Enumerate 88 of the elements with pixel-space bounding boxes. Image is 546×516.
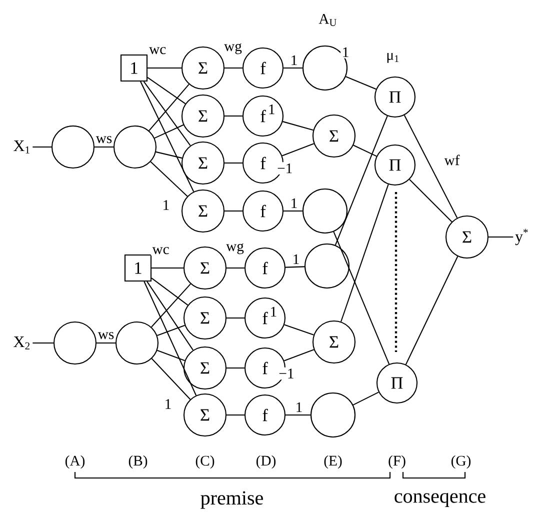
variable-label: X$_{2}$ xyxy=(14,336,30,350)
connection-line xyxy=(224,162,242,164)
connection-line xyxy=(282,121,314,131)
connection-line xyxy=(151,358,191,400)
connection-line xyxy=(156,151,182,159)
neuron-circle xyxy=(310,392,356,438)
bias-box: 1 xyxy=(124,254,152,282)
connection-line xyxy=(224,67,242,69)
connection-line xyxy=(148,67,182,69)
connection-line xyxy=(146,281,194,350)
connection-line xyxy=(144,281,197,396)
connection-line xyxy=(286,266,304,268)
connection-line xyxy=(226,267,244,269)
edge-label: 1 xyxy=(266,103,277,116)
neuron-circle xyxy=(51,125,95,169)
section-label: premise xyxy=(200,491,263,509)
connection-line xyxy=(284,67,302,69)
connection-line xyxy=(284,349,314,362)
neuron-circle xyxy=(302,188,348,234)
connection-line xyxy=(284,210,302,212)
weight-label: 1 xyxy=(164,200,169,210)
weight-label: 1 xyxy=(166,399,171,409)
neuron-circle xyxy=(53,321,97,365)
connection-line xyxy=(346,76,376,90)
connection-line xyxy=(282,143,314,156)
edge-label: 1 xyxy=(340,46,351,58)
connection-line xyxy=(151,284,191,328)
edge-label: ws xyxy=(96,330,116,340)
connection-line xyxy=(353,144,377,157)
weight-label: wf xyxy=(444,154,460,166)
column-label: (A) xyxy=(65,455,85,469)
column-label: (G) xyxy=(451,455,471,469)
column-label: (F) xyxy=(388,455,406,469)
edge-label: ws xyxy=(94,134,114,144)
connection-line xyxy=(148,84,190,132)
weight-label: A$_{U}$ xyxy=(318,14,336,26)
edge-label: wc xyxy=(150,246,171,256)
connection-line xyxy=(405,256,458,365)
edge-label: 1 xyxy=(294,401,304,414)
edge-label: wc xyxy=(148,46,168,56)
column-label: (B) xyxy=(128,455,148,469)
connection-line xyxy=(404,115,458,218)
neuron-circle xyxy=(113,125,157,169)
connection-line xyxy=(284,324,314,336)
connection-line xyxy=(333,232,390,364)
edge-label: 1 xyxy=(268,306,278,318)
connection-line xyxy=(334,116,388,246)
edge-label: 1 xyxy=(291,253,301,266)
connection-line xyxy=(154,124,184,139)
connection-line xyxy=(340,184,389,322)
connection-line xyxy=(96,342,116,344)
neuron-circle xyxy=(302,45,348,91)
connection-line xyxy=(488,236,514,238)
edge-label: wg xyxy=(222,42,244,56)
bias-box: 1 xyxy=(120,54,148,82)
connection-line xyxy=(143,81,191,146)
connection-line xyxy=(226,414,244,416)
column-label: (D) xyxy=(256,455,276,469)
edge-label: wg xyxy=(224,242,246,256)
connection-line xyxy=(224,210,242,212)
edge-label: 1 xyxy=(289,197,299,210)
connection-line xyxy=(226,317,244,319)
column-label: (C) xyxy=(196,455,214,469)
connection-line xyxy=(157,324,185,336)
variable-label: y$^{*}$ xyxy=(515,228,528,246)
connection-line xyxy=(150,161,188,197)
edge-label: −1 xyxy=(277,367,296,380)
neuron-circle xyxy=(115,321,159,365)
connection-line xyxy=(147,76,186,104)
connection-line xyxy=(94,146,114,148)
connection-line xyxy=(32,146,52,148)
connection-line xyxy=(32,342,54,344)
connection-line xyxy=(352,392,379,406)
weight-label: μ$_{1}$ xyxy=(387,53,399,63)
edge-label: 1 xyxy=(289,54,299,66)
connection-line xyxy=(409,179,452,222)
neuron-circle xyxy=(304,243,350,289)
connection-line xyxy=(226,367,244,369)
connection-line xyxy=(157,350,185,362)
edge-label: −1 xyxy=(276,162,294,174)
connection-line xyxy=(152,267,184,269)
section-label: conseqence xyxy=(394,493,486,507)
connection-line xyxy=(140,81,194,192)
variable-label: X$_{1}$ xyxy=(14,140,30,154)
column-label: (E) xyxy=(324,455,342,469)
connection-line xyxy=(224,115,242,117)
connection-line xyxy=(286,414,310,416)
connection-line xyxy=(151,278,188,306)
